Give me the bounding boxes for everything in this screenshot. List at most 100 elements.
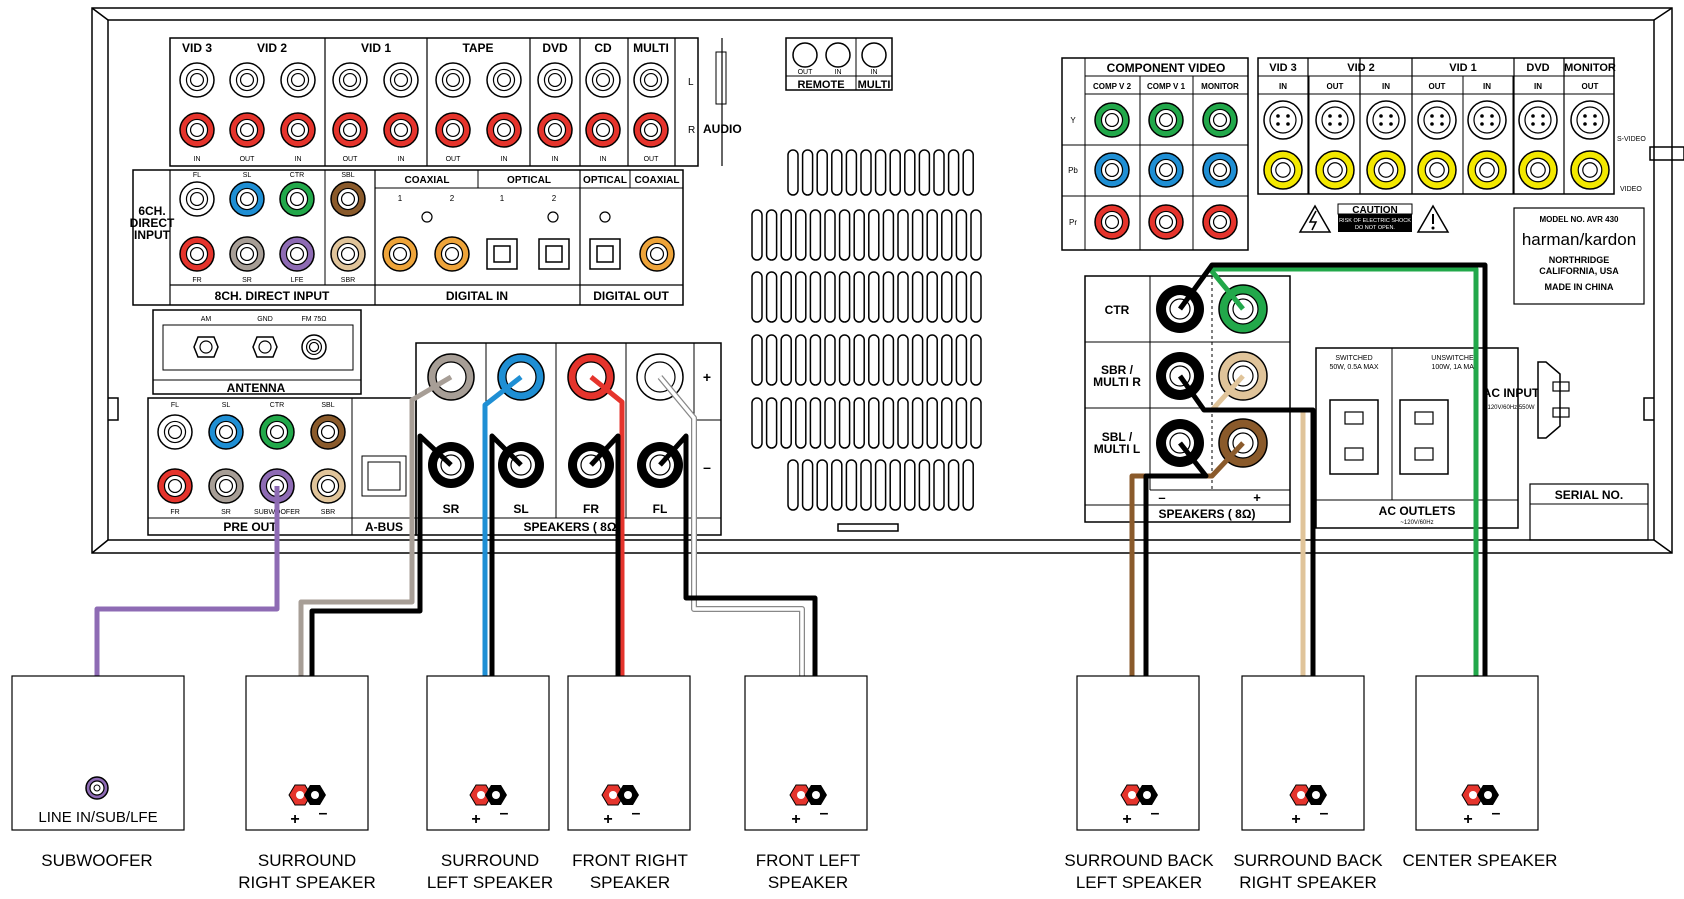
speaker-label: SUBWOOFER — [41, 851, 152, 870]
audio-jack-right — [486, 112, 522, 148]
vent-slot — [874, 149, 887, 196]
vent-slot — [837, 523, 899, 532]
rear-speakers-title: SPEAKERS ( 8Ω) — [1159, 507, 1256, 521]
video-label: VIDEO — [1620, 186, 1642, 193]
fm-jack — [301, 334, 327, 360]
video-group-label: DVD — [1526, 62, 1549, 74]
vent-slot — [911, 334, 924, 386]
audio-jack-right — [383, 112, 419, 148]
vent-slot — [765, 334, 778, 386]
audio-sublabel: OUT — [644, 156, 660, 163]
antenna-title: ANTENNA — [227, 381, 286, 395]
composite-jack — [1467, 150, 1507, 190]
caution-text-2: DO NOT OPEN. — [1355, 225, 1395, 231]
wire-fr-plus — [589, 375, 625, 782]
speaker-label: LEFT SPEAKER — [1076, 873, 1202, 892]
vent-slot — [962, 149, 974, 196]
audio-jack-right — [435, 112, 471, 148]
digital-header: OPTICAL — [507, 175, 551, 186]
main-plus: + — [703, 369, 711, 385]
wire-sbl-minus — [1143, 441, 1209, 782]
component-y-jack — [1202, 102, 1238, 138]
component-pb-jack — [1202, 152, 1238, 188]
preout-top-label: FL — [171, 402, 179, 409]
vent-slot — [853, 334, 865, 386]
main-channel-label: FR — [583, 502, 599, 516]
rear-plus: + — [1253, 490, 1261, 505]
vent-slot — [904, 459, 916, 511]
terminal-minus — [304, 785, 326, 805]
vent-grille — [751, 149, 982, 511]
rear-row-label: SBR /MULTI R — [1093, 363, 1141, 389]
vent-slot — [962, 459, 974, 511]
speaker-label: SURROUND BACK — [1064, 851, 1214, 870]
audio-l-label: L — [688, 77, 694, 88]
main-channel-label: SR — [443, 502, 460, 516]
video-group-label: VID 1 — [1449, 62, 1477, 74]
minus-sign: – — [1492, 805, 1501, 822]
digital-number: 2 — [552, 194, 557, 203]
preout-jack-top — [157, 414, 193, 450]
remote-out: OUT — [798, 69, 814, 76]
vent-slot — [889, 459, 901, 511]
speaker-boxes: LINE IN/SUB/LFESUBWOOFER+–SURROUNDRIGHT … — [11, 675, 1557, 892]
origin-line-3: MADE IN CHINA — [1545, 282, 1614, 292]
caution-text-1: RISK OF ELECTRIC SHOCK — [1339, 218, 1411, 224]
vent-slot — [947, 149, 960, 196]
terminal-plus — [601, 784, 625, 806]
abus-label: A-BUS — [365, 520, 403, 534]
remote-panel: OUT IN IN REMOTE MULTI — [785, 37, 893, 91]
antenna-label: AM — [201, 316, 212, 323]
antenna-label: GND — [257, 316, 273, 323]
vent-slot — [941, 209, 953, 261]
video-sublabel: IN — [1382, 82, 1390, 91]
audio-section-label: AUDIO — [703, 122, 742, 136]
vent-slot — [882, 334, 895, 386]
vent-slot — [780, 334, 792, 386]
optical-port — [589, 238, 621, 270]
component-row-label: Y — [1070, 116, 1076, 125]
audio-group-label: MULTI — [633, 41, 669, 55]
direct-top-label: SBL — [341, 172, 354, 179]
audio-jack-left — [332, 62, 368, 98]
speaker-box: +– — [1415, 675, 1539, 831]
preout-jack-top — [310, 414, 346, 450]
preout-bottom-label: SR — [221, 509, 231, 516]
speaker-cabinet — [1076, 675, 1200, 831]
caution-label: CAUTION RISK OF ELECTRIC SHOCK DO NOT OP… — [1298, 203, 1450, 233]
vent-slot — [809, 209, 822, 261]
wire-sr-plus — [298, 374, 453, 782]
ac-input: AC INPUT 120V/60Hz 550W — [1483, 361, 1570, 439]
multi-in: IN — [871, 69, 878, 76]
component-pr-jack — [1148, 204, 1184, 240]
svideo-jack — [1366, 100, 1406, 140]
model-box: MODEL NO. AVR 430 harman/kardon NORTHRID… — [1513, 207, 1645, 305]
switched-2: 50W, 0.5A MAX — [1329, 364, 1378, 371]
vent-slot — [795, 397, 807, 449]
audio-jack-left — [585, 62, 621, 98]
main-speakers-title: SPEAKERS ( 8Ω) — [524, 520, 621, 534]
coax-in-2 — [434, 236, 470, 272]
wire-sr-minus — [309, 433, 453, 782]
ac-outlets-sub: ~120V/60Hz — [1400, 520, 1433, 526]
direct-bottom-label: LFE — [291, 277, 304, 284]
preout-jack-bottom — [310, 468, 346, 504]
ac-outlets-title: AC OUTLETS — [1379, 504, 1456, 518]
preout-jack-top — [208, 414, 244, 450]
vent-slot — [824, 397, 836, 449]
vent-slot — [780, 209, 792, 261]
vent-slot — [933, 149, 945, 196]
audio-sublabel: OUT — [343, 156, 359, 163]
audio-group-label: VID 3 — [182, 41, 212, 55]
wire-fl-minus — [658, 433, 818, 782]
speaker-box: +– — [1076, 675, 1200, 831]
direct-jack-bottom — [229, 236, 265, 272]
digital-in-label: DIGITAL IN — [446, 289, 508, 303]
audio-jack-right — [280, 112, 316, 148]
speaker-label: RIGHT SPEAKER — [238, 873, 376, 892]
vent-slot — [868, 397, 880, 449]
